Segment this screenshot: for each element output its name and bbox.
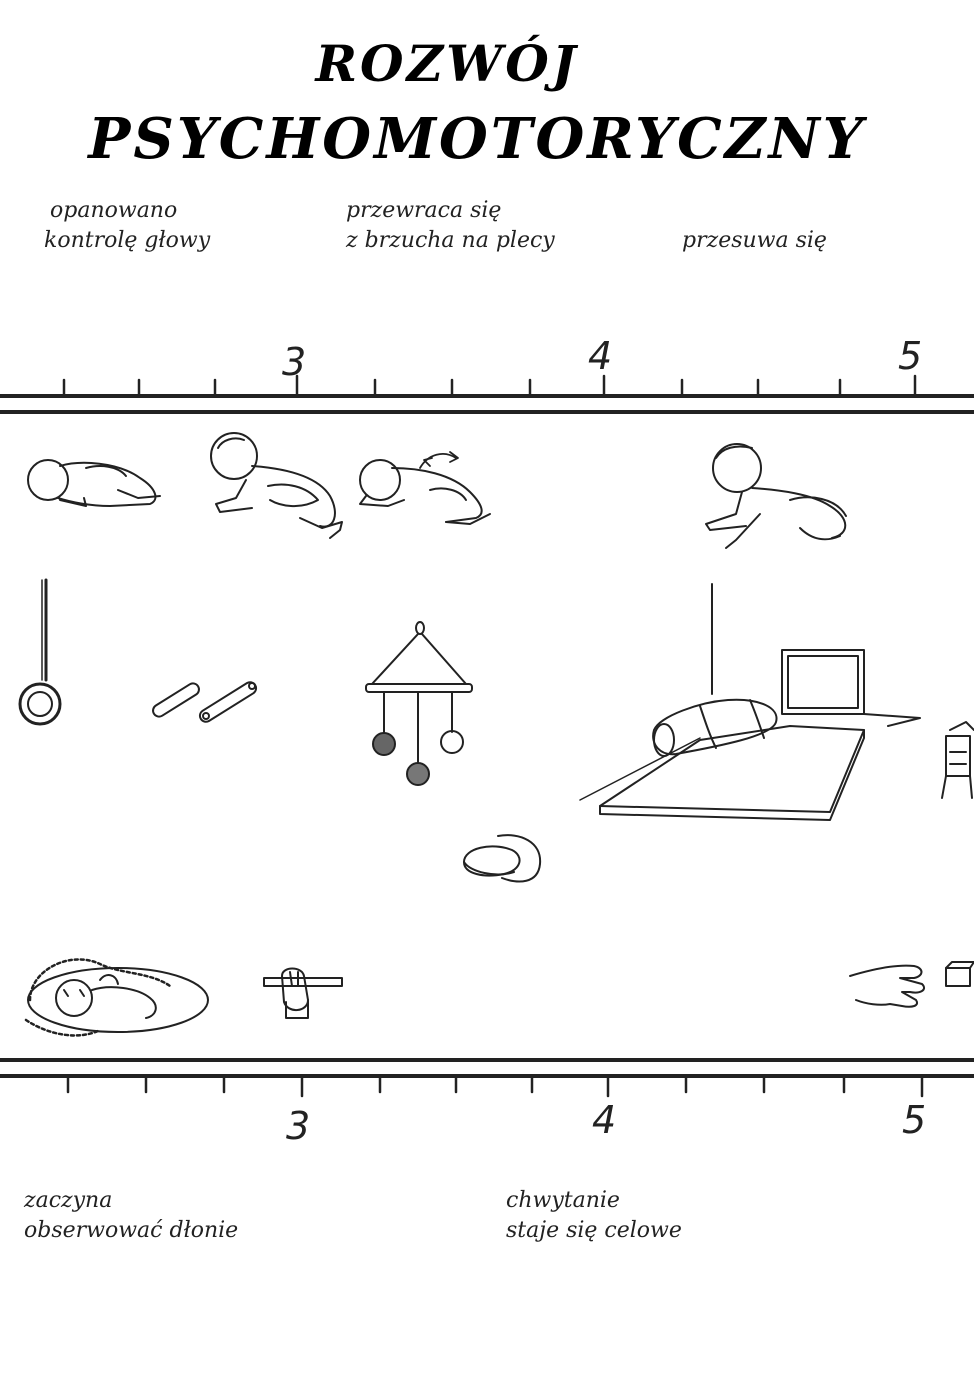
baby-prone-icon [27,459,161,507]
note-line: opanowano [50,198,178,223]
note-head-control: opanowano kontrolę głowy [44,196,210,256]
note-line: przewraca się [346,198,502,223]
baby-head-up-icon [210,432,343,539]
bottom-ruler [0,1058,974,1098]
note-line: staje się celowe [506,1218,682,1243]
mattress-bolster-icon [579,583,921,821]
bottom-ruler-label-3: 3 [286,1104,311,1148]
note-hands: zaczyna obserwować dłonie [24,1186,238,1246]
cap-toy-icon [463,834,542,883]
top-ruler-label-3: 3 [282,340,307,384]
note-line: chwytanie [506,1188,620,1213]
note-line: kontrolę głowy [44,228,211,253]
note-rolling: przewraca się z brzucha na plecy [346,196,555,256]
note-line: obserwować dłonie [24,1218,239,1243]
hand-reaching-block-icon [849,961,974,1008]
note-line: zaczyna [24,1188,113,1213]
hand-grasp-bar-icon [263,967,343,1019]
top-ruler-label-5: 5 [898,334,923,378]
title-line-2: PSYCHOMOTORYCZNY [88,106,866,172]
title-line-1: ROZWÓJ [315,34,579,93]
rattle-sticks-icon [152,681,258,723]
ring-toy-icon [18,578,62,726]
note-moving: przesuwa się [682,226,827,256]
baby-in-basket-icon [24,958,209,1037]
chair-icon [941,721,974,799]
hanging-mobile-icon [365,621,473,786]
note-line: przesuwa się [682,228,827,253]
top-ruler [0,374,974,414]
note-grasping: chwytanie staje się celowe [506,1186,682,1246]
top-ruler-label-4: 4 [588,334,613,378]
bottom-ruler-label-4: 4 [592,1098,617,1142]
note-line: z brzucha na plecy [346,228,555,253]
bottom-ruler-label-5: 5 [902,1098,927,1142]
baby-crawling-icon [705,443,847,549]
baby-rolling-icon [359,451,491,525]
